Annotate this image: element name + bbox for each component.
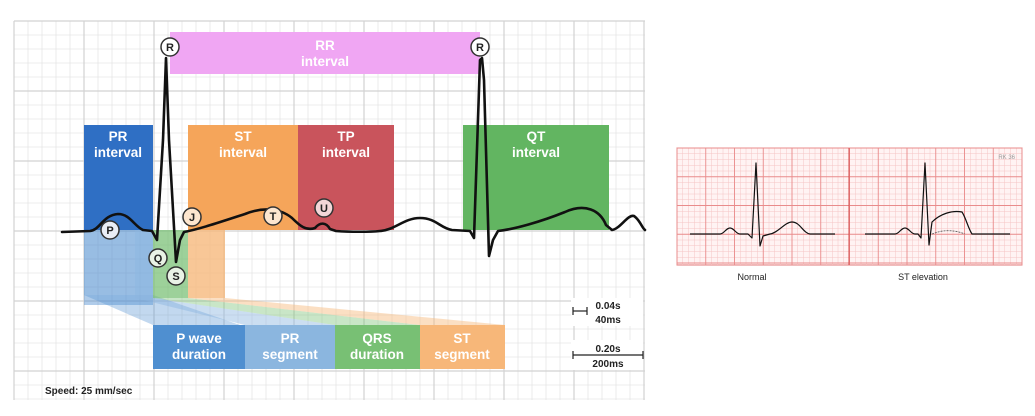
- pr-segment-box: [245, 325, 335, 369]
- speed-label: Speed: 25 mm/sec: [45, 386, 133, 397]
- comparison-panel: RK 36 Normal ST elevation: [676, 147, 1023, 282]
- t-wave-label: T: [263, 206, 283, 226]
- qt-label-line1: QT: [527, 129, 547, 144]
- pr-interval-box: [84, 125, 153, 230]
- st-label-line1: ST: [234, 129, 252, 144]
- tp-interval-box: [298, 125, 394, 230]
- small-box-ms: 40ms: [595, 315, 621, 326]
- svg-text:R: R: [166, 42, 174, 54]
- normal-label: Normal: [737, 272, 766, 282]
- qt-label-line2: interval: [512, 145, 560, 160]
- svg-text:R: R: [476, 42, 484, 54]
- st-label-line2: interval: [219, 145, 267, 160]
- qrs-duration-line2: duration: [350, 347, 404, 362]
- u-wave-label: U: [314, 198, 334, 218]
- p-wave-duration-line2: duration: [172, 347, 226, 362]
- rr-label-line1: RR: [315, 38, 335, 53]
- p-wave-label: P: [100, 220, 120, 240]
- s-wave-label: S: [166, 266, 186, 286]
- rr-interval-box: [170, 32, 480, 74]
- pr-segment-line1: PR: [281, 331, 300, 346]
- wave-markers: R R P Q S J T U: [100, 37, 490, 286]
- tp-label-line2: interval: [322, 145, 370, 160]
- large-box-time: 0.20s: [595, 344, 620, 355]
- small-box-time: 0.04s: [595, 301, 620, 312]
- qrs-duration-box: [335, 325, 420, 369]
- interval-boxes: [84, 32, 609, 298]
- st-segment-line1: ST: [453, 331, 471, 346]
- tp-label-line1: TP: [337, 129, 354, 144]
- svg-text:J: J: [189, 212, 195, 224]
- st-elevation-label: ST elevation: [898, 272, 948, 282]
- small-box-scale-bg: [571, 298, 643, 326]
- band-p-to-label: [84, 295, 240, 325]
- svg-text:U: U: [320, 203, 328, 215]
- st-segment-line2: segment: [434, 347, 490, 362]
- pr-label-line2: interval: [94, 145, 142, 160]
- scale-legend: 0.04s 40ms 0.20s 200ms: [571, 298, 644, 370]
- p-wave-duration-box: [153, 325, 245, 369]
- r-wave-label-1: R: [160, 37, 180, 57]
- p-wave-duration-line1: P wave: [176, 331, 222, 346]
- pr-segment-band: [84, 230, 153, 295]
- panel-watermark: RK 36: [998, 155, 1015, 161]
- svg-text:S: S: [172, 271, 179, 283]
- pr-segment-line2: segment: [262, 347, 318, 362]
- normal-ecg-trace: [690, 162, 835, 247]
- large-box-ms: 200ms: [592, 359, 624, 370]
- q-wave-label: Q: [148, 248, 168, 268]
- svg-text:P: P: [106, 225, 113, 237]
- j-point-label: J: [182, 207, 202, 227]
- interval-labels: RR interval PR interval ST interval TP i…: [94, 38, 560, 160]
- st-column: [188, 230, 225, 298]
- svg-text:Q: Q: [154, 253, 163, 265]
- r-wave-label-2: R: [470, 37, 490, 57]
- st-elevation-overlay: [931, 230, 966, 235]
- rr-label-line2: interval: [301, 54, 349, 69]
- pr-label-line1: PR: [109, 129, 128, 144]
- st-segment-box: [420, 325, 505, 369]
- qrs-duration-line1: QRS: [362, 331, 391, 346]
- svg-text:T: T: [270, 211, 277, 223]
- p-wave-band: [84, 230, 153, 305]
- ecg-trace: [60, 56, 647, 264]
- bottom-label-boxes: P wave duration PR segment QRS duration …: [153, 325, 505, 369]
- st-elevation-ecg-trace: [865, 162, 1010, 246]
